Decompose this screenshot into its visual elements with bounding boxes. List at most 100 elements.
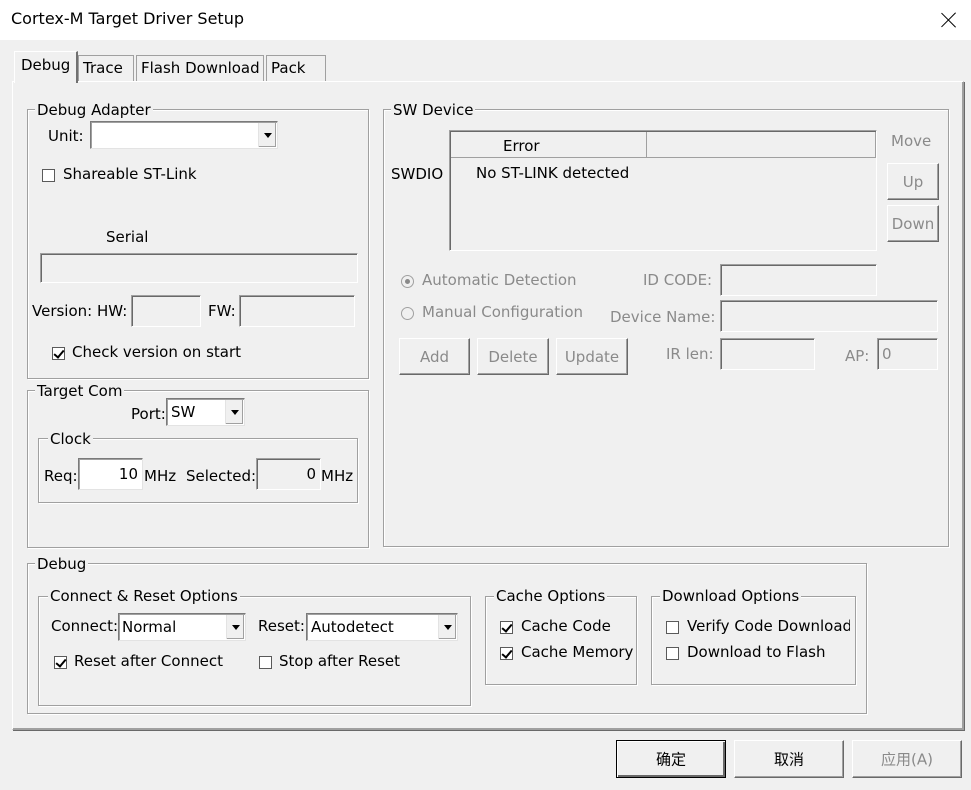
cache-options-group — [485, 596, 637, 685]
fw-version-field — [239, 295, 355, 327]
target-com-group — [27, 390, 369, 548]
manual-configuration-radio[interactable] — [401, 307, 414, 320]
connect-reset-legend: Connect & Reset Options — [48, 587, 240, 605]
cancel-button-label: 取消 — [773, 750, 804, 769]
port-value: SW — [171, 403, 196, 421]
delete-button[interactable]: Delete — [477, 338, 549, 375]
update-button-label: Update — [564, 347, 620, 366]
ir-len-field — [720, 338, 815, 370]
connect-combobox[interactable]: Normal — [118, 613, 246, 641]
tab-pack[interactable]: Pack — [266, 55, 326, 81]
download-options-group — [651, 596, 856, 685]
update-button[interactable]: Update — [556, 338, 628, 375]
unit-combobox[interactable] — [90, 121, 278, 149]
sw-device-list[interactable]: Error No ST-LINK detected — [449, 130, 877, 251]
tab-label: Trace — [83, 59, 123, 77]
chevron-down-icon[interactable] — [438, 615, 456, 639]
clock-group — [38, 438, 358, 503]
up-button[interactable]: Up — [887, 163, 939, 200]
cache-code-label: Cache Code — [521, 617, 611, 635]
cache-memory-label: Cache Memory — [521, 643, 634, 661]
sw-device-legend: SW Device — [391, 101, 476, 119]
selected-value: 0 — [306, 465, 316, 483]
selected-field: 0 — [256, 458, 321, 490]
move-label: Move — [891, 132, 932, 150]
down-button[interactable]: Down — [887, 205, 939, 242]
check-version-label: Check version on start — [72, 343, 242, 361]
cache-options-legend: Cache Options — [494, 587, 608, 605]
shareable-st-link-checkbox[interactable] — [42, 169, 55, 182]
clock-legend: Clock — [48, 430, 93, 448]
reset-label: Reset: — [258, 617, 305, 635]
req-label: Req: — [44, 467, 78, 485]
ap-label: AP: — [845, 347, 870, 365]
id-code-field — [720, 264, 877, 296]
tab-flash-download[interactable]: Flash Download — [136, 55, 264, 81]
chevron-down-icon[interactable] — [225, 400, 243, 424]
chevron-down-icon[interactable] — [258, 123, 276, 147]
column-header-error[interactable]: Error — [451, 132, 647, 158]
cancel-button[interactable]: 取消 — [734, 740, 844, 778]
download-options-legend: Download Options — [660, 587, 802, 605]
manual-configuration-label: Manual Configuration — [422, 303, 584, 321]
req-unit-label: MHz — [144, 467, 177, 485]
up-button-label: Up — [902, 172, 924, 191]
tab-trace[interactable]: Trace — [78, 55, 134, 81]
debug-legend: Debug — [35, 555, 89, 573]
stop-after-reset-label: Stop after Reset — [279, 652, 401, 670]
ir-len-label: IR len: — [666, 345, 714, 363]
selected-label: Selected: — [186, 467, 257, 485]
ap-value: 0 — [882, 345, 892, 363]
window-title: Cortex-M Target Driver Setup — [11, 9, 244, 28]
column-header-label: Error — [503, 137, 540, 155]
column-header-empty[interactable] — [647, 132, 876, 158]
reset-value: Autodetect — [311, 618, 394, 636]
reset-after-connect-checkbox[interactable] — [54, 656, 67, 669]
version-hw-label: Version: HW: — [32, 302, 128, 320]
port-combobox[interactable]: SW — [166, 398, 245, 426]
device-name-field — [720, 300, 938, 332]
ok-button-label: 确定 — [655, 750, 686, 769]
reset-combobox[interactable]: Autodetect — [306, 613, 458, 641]
connect-reset-group — [38, 596, 471, 706]
add-button-label: Add — [419, 347, 450, 366]
cache-memory-checkbox[interactable] — [500, 647, 513, 660]
verify-code-download-label: Verify Code Download — [687, 617, 850, 635]
close-icon[interactable] — [936, 7, 962, 33]
automatic-detection-label: Automatic Detection — [422, 271, 577, 289]
serial-field — [40, 253, 358, 283]
chevron-down-icon[interactable] — [226, 615, 244, 639]
stop-after-reset-checkbox[interactable] — [259, 656, 272, 669]
reset-after-connect-label: Reset after Connect — [74, 652, 223, 670]
selected-unit-label: MHz — [321, 467, 354, 485]
cache-code-checkbox[interactable] — [500, 621, 513, 634]
id-code-label: ID CODE: — [643, 271, 713, 289]
tab-label: Pack — [271, 59, 306, 77]
port-label: Port: — [131, 405, 166, 423]
apply-button[interactable]: 应用(A) — [852, 740, 962, 778]
req-input[interactable]: 10 — [78, 458, 143, 490]
ap-field: 0 — [877, 338, 938, 370]
tab-label: Debug — [21, 56, 71, 74]
target-com-legend: Target Com — [35, 382, 125, 400]
debug-adapter-legend: Debug Adapter — [35, 101, 153, 119]
delete-button-label: Delete — [488, 347, 538, 366]
download-to-flash-checkbox[interactable] — [666, 647, 679, 660]
fw-label: FW: — [208, 302, 236, 320]
sw-device-group — [383, 109, 949, 547]
check-version-checkbox[interactable] — [52, 347, 65, 360]
verify-code-download-checkbox[interactable] — [666, 621, 679, 634]
debug-adapter-group — [27, 109, 369, 379]
tab-debug[interactable]: Debug — [14, 51, 78, 83]
automatic-detection-radio[interactable] — [401, 275, 414, 288]
add-button[interactable]: Add — [399, 338, 470, 375]
connect-value: Normal — [122, 618, 177, 636]
download-to-flash-label: Download to Flash — [687, 643, 826, 661]
unit-label: Unit: — [48, 127, 84, 145]
req-value: 10 — [118, 465, 138, 483]
down-button-label: Down — [891, 214, 935, 233]
connect-label: Connect: — [51, 617, 119, 635]
hw-version-field — [131, 295, 201, 327]
swdio-label: SWDIO — [391, 165, 444, 183]
ok-button[interactable]: 确定 — [616, 740, 726, 778]
